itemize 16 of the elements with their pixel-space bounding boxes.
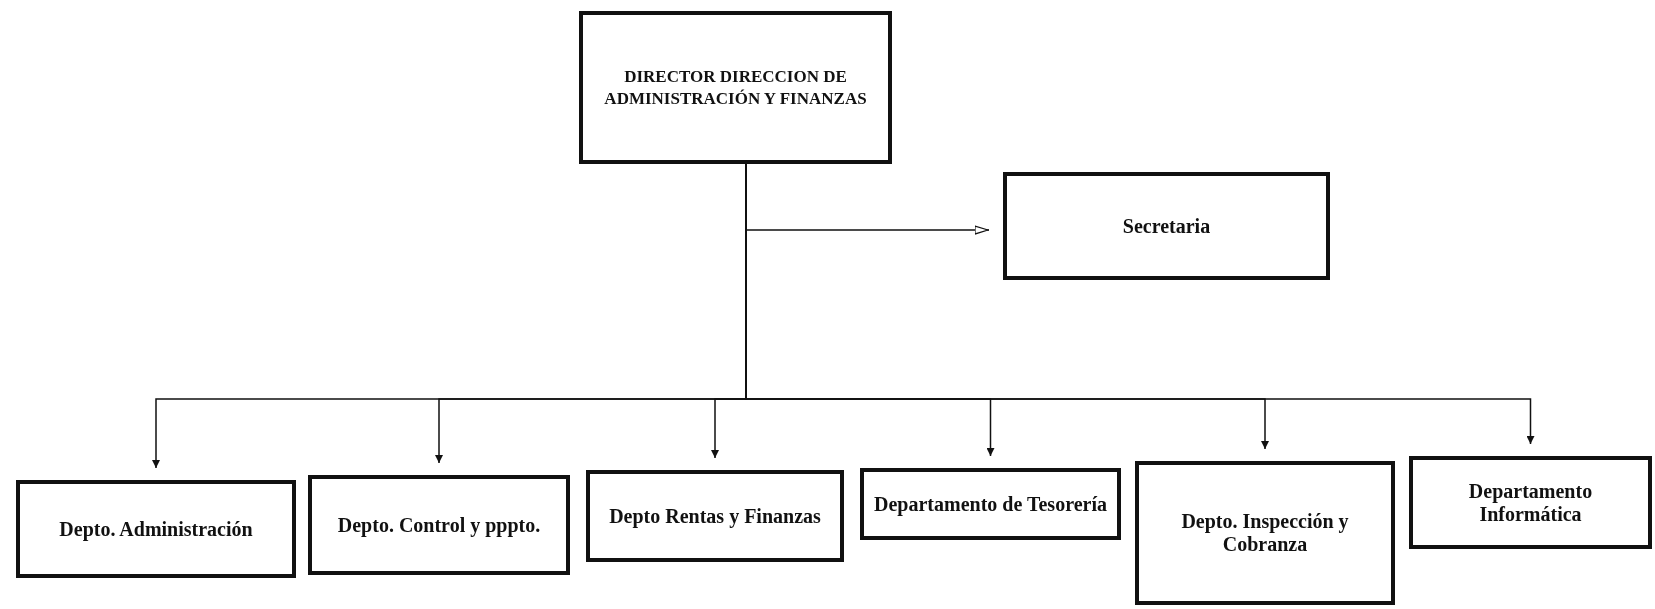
box-title: Secretaria	[1122, 214, 1211, 238]
box-title: Depto. Control y pppto.	[337, 513, 541, 537]
department-box	[1409, 456, 1652, 549]
department-box	[308, 475, 570, 575]
department-box	[16, 480, 296, 578]
department-box	[1003, 172, 1330, 280]
department-box	[860, 468, 1121, 540]
box-title: Departamento de Tesorería	[874, 492, 1107, 516]
box-title: DIRECTOR DIRECCION DE ADMINISTRACIÓN Y FINANZAS	[603, 66, 868, 109]
box-title: Departamento Informática	[1467, 479, 1594, 526]
department-box	[586, 470, 844, 562]
director-box	[579, 11, 892, 164]
box-title: Depto Rentas y Finanzas	[609, 504, 821, 528]
department-box	[1135, 461, 1395, 605]
box-title: Depto. Inspección y Cobranza	[1180, 510, 1350, 556]
box-title: Depto. Administración	[59, 517, 253, 541]
